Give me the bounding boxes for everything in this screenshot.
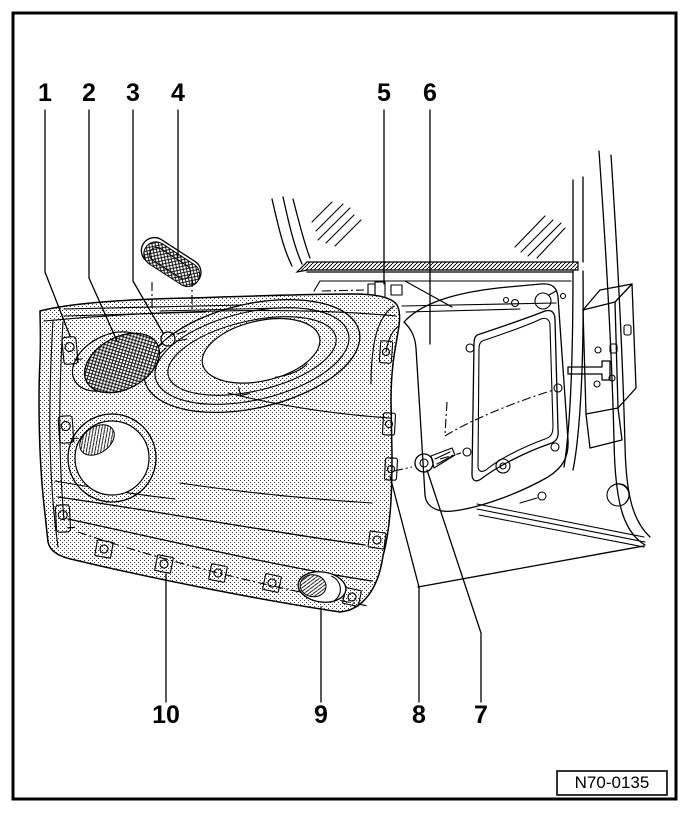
inner-panel-pressing [403, 283, 569, 512]
callout-6: 6 [423, 79, 437, 107]
bezel-alignment-lines [151, 278, 193, 312]
callout-numbers: 1 2 3 4 5 6 10 9 8 7 [38, 79, 488, 729]
shell-holes [465, 290, 630, 507]
door-rear-pillar [563, 150, 651, 546]
lock-assembly [567, 283, 637, 449]
speaker-grille [67, 413, 157, 503]
door-trim-panel [38, 293, 557, 613]
window-glass [311, 201, 566, 259]
pull-handle-opening [297, 571, 347, 603]
armrest-contours [54, 392, 391, 582]
trim-clip-right-1 [378, 340, 394, 364]
trim-clip-left-3 [54, 504, 76, 533]
service-aperture [471, 309, 559, 482]
callout-10: 10 [152, 701, 180, 729]
door-shell [271, 150, 651, 588]
trim-clip-bottom-row [94, 530, 387, 607]
callout-4: 4 [171, 79, 185, 107]
shell-top-rail [306, 271, 574, 308]
alignment-dashdot [444, 389, 555, 437]
callout-3: 3 [126, 79, 140, 107]
drawing-number-stamp: N70-0135 [556, 770, 668, 796]
tweeter-speaker [71, 331, 161, 394]
trim-top-slots [63, 302, 557, 317]
callout-1: 1 [38, 79, 52, 107]
callout-5: 5 [377, 79, 391, 107]
trim-clip-right-2 [381, 412, 397, 436]
drawing-number-text: N70-0135 [575, 773, 650, 792]
window-front-pillar [271, 196, 311, 267]
window-slot-seal [295, 261, 579, 273]
trim-clip-left-2 [57, 415, 79, 444]
door-bottom-sill [417, 503, 646, 588]
window-switch-bezel [140, 236, 202, 288]
callout-8: 8 [412, 701, 426, 729]
handle-recess [143, 298, 361, 414]
callout-9: 9 [314, 701, 328, 729]
callout-7: 7 [474, 701, 488, 729]
trim-clip-left-1 [61, 336, 83, 365]
callout-2: 2 [82, 79, 96, 107]
leader-lines [44, 109, 482, 703]
